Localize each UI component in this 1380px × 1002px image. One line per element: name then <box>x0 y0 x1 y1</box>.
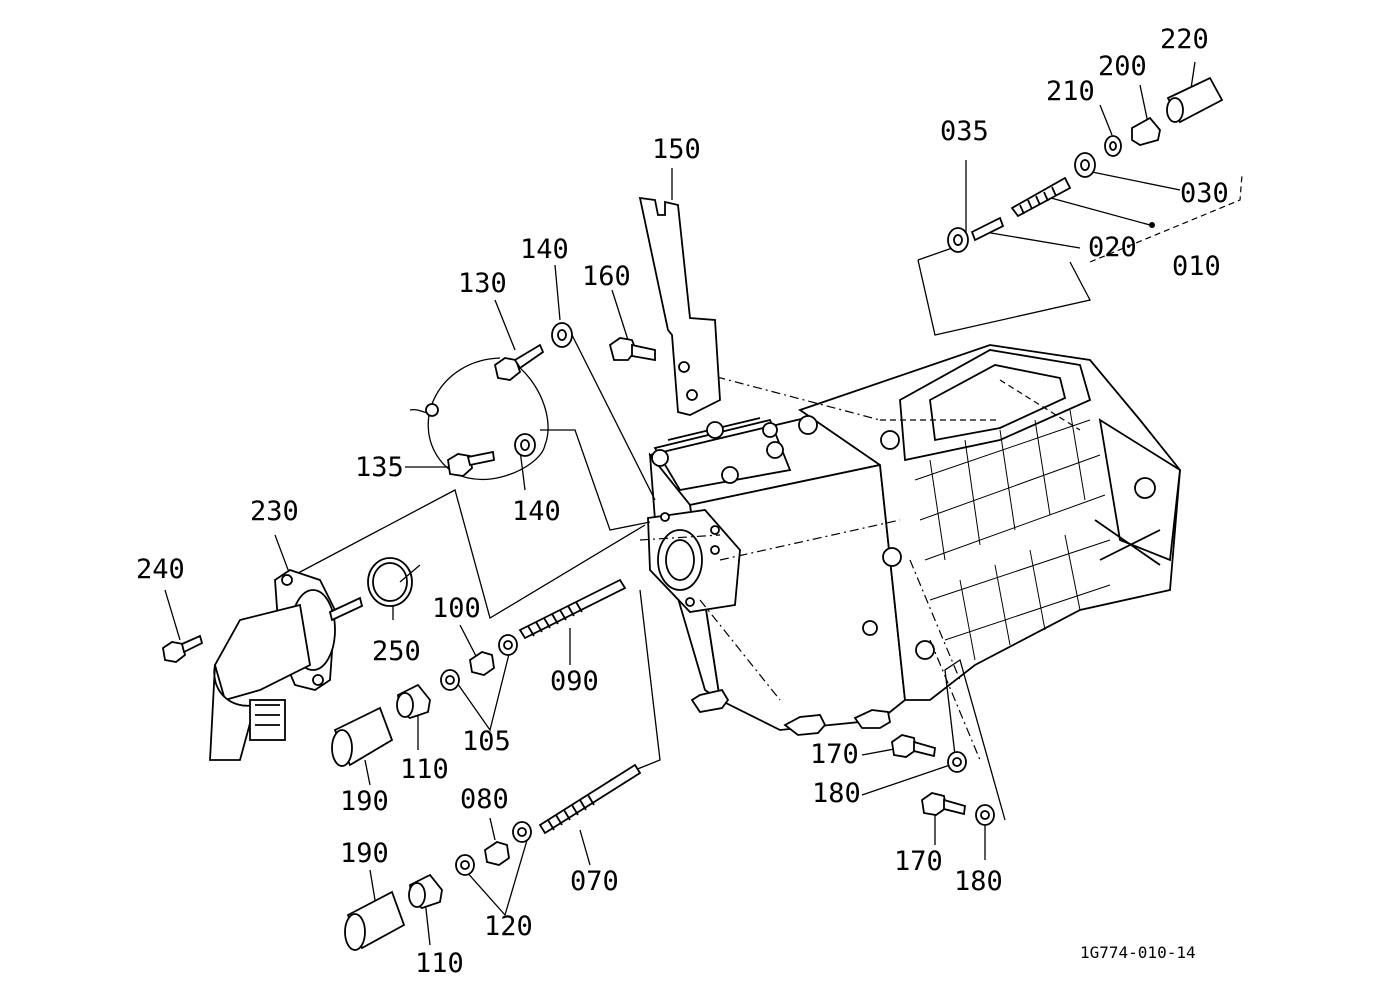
part-010-group <box>947 76 1224 253</box>
callout-250: 250 <box>372 636 421 667</box>
gear-case-housing <box>647 344 1181 736</box>
callout-100: 100 <box>432 593 481 624</box>
part-110-190-lower <box>344 873 443 951</box>
callout-130: 130 <box>458 268 507 299</box>
callout-120: 120 <box>484 911 533 942</box>
leader-lines <box>164 61 1243 946</box>
callout-020: 020 <box>1088 232 1137 263</box>
part-170-bolts-180-washers <box>891 734 995 826</box>
callout-150: 150 <box>652 134 701 165</box>
callout-160: 160 <box>582 261 631 292</box>
part-160-bolt <box>608 337 656 362</box>
callout-170-upper: 170 <box>810 739 859 770</box>
part-240-bolt <box>162 634 204 663</box>
part-090-stud <box>518 578 627 640</box>
part-135-bolt <box>447 450 495 477</box>
callout-010: 010 <box>1172 251 1221 282</box>
part-080-nut-120-washers <box>455 821 532 876</box>
callout-190-upper: 190 <box>340 786 389 817</box>
callout-labels: 220 200 210 035 030 020 010 150 140 160 … <box>136 24 1229 979</box>
callout-190-lower: 190 <box>340 838 389 869</box>
diagram-reference-code: 1G774-010-14 <box>1080 943 1196 962</box>
callout-140-upper: 140 <box>520 234 569 265</box>
callout-170-lower: 170 <box>894 846 943 877</box>
callout-030: 030 <box>1180 178 1229 209</box>
callout-140-lower: 140 <box>512 496 561 527</box>
part-130-bolt <box>493 343 545 381</box>
callout-080: 080 <box>460 784 509 815</box>
callout-230: 230 <box>250 496 299 527</box>
callout-110-lower: 110 <box>415 948 464 979</box>
callout-240: 240 <box>136 554 185 585</box>
callout-210: 210 <box>1046 76 1095 107</box>
callout-200: 200 <box>1098 51 1147 82</box>
part-140-washers <box>514 322 573 457</box>
part-100-nut-105-washers <box>440 634 518 691</box>
part-250-o-ring <box>367 557 413 607</box>
part-070-stud <box>538 763 642 835</box>
part-150-bracket <box>638 196 721 416</box>
callout-035: 035 <box>940 116 989 147</box>
callout-090: 090 <box>550 666 599 697</box>
callout-110-upper: 110 <box>400 754 449 785</box>
callout-105: 105 <box>462 726 511 757</box>
part-230-solenoid <box>209 569 364 761</box>
callout-070: 070 <box>570 866 619 897</box>
assembly-centerlines <box>639 371 1081 761</box>
callout-220: 220 <box>1160 24 1209 55</box>
part-110-190-upper <box>331 683 431 767</box>
callout-135: 135 <box>355 452 404 483</box>
callout-180-upper: 180 <box>812 778 861 809</box>
callout-180-lower: 180 <box>954 866 1003 897</box>
